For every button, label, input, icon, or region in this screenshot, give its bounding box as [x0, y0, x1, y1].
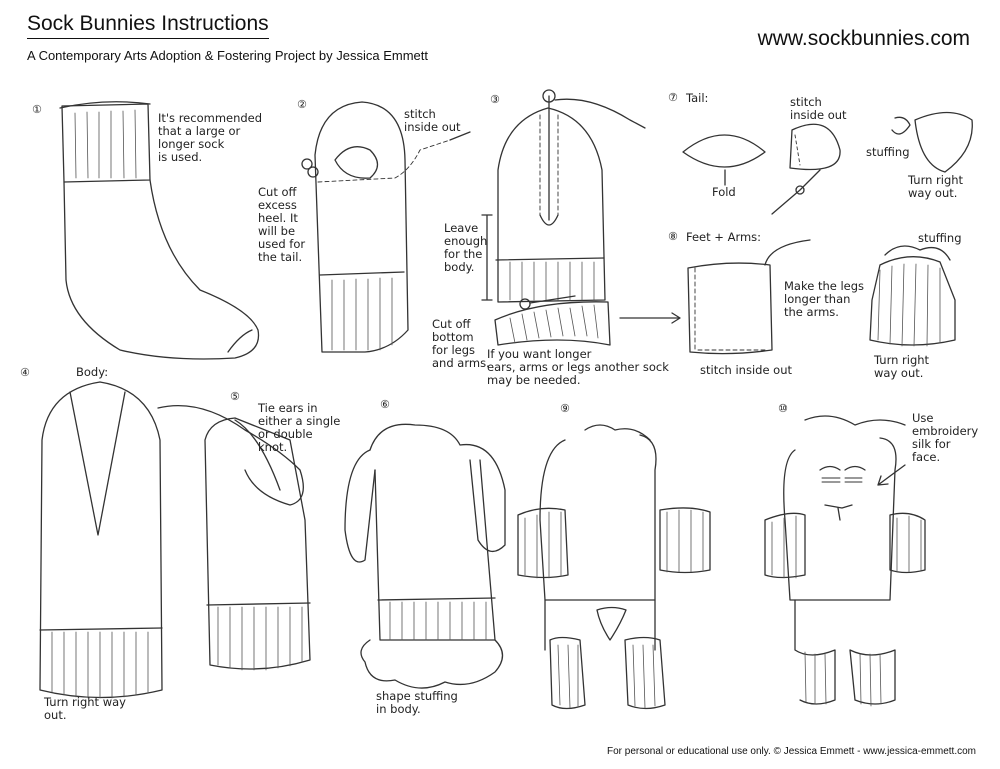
step3-longer-note: If you want longer ears, arms or legs an…: [487, 347, 669, 387]
step6-number: ⑥: [380, 398, 390, 411]
step3-cut-note: Cut off bottom for legs and arms.: [432, 317, 490, 370]
step7-turn-note: Turn right way out.: [908, 173, 964, 200]
step10-note: Use embroidery silk for face.: [912, 411, 979, 464]
step8-stuffing-label: stuffing: [918, 231, 962, 245]
page-title: Sock Bunnies Instructions: [27, 12, 269, 39]
step5-body-drawing: [157, 405, 311, 671]
step2-cut-note: Cut off excess heel. It will be used for…: [258, 185, 306, 264]
step6-note: shape stuffing in body.: [376, 689, 458, 716]
step3-number: ③: [490, 93, 500, 106]
step7-number: ⑦: [668, 91, 678, 104]
step4-number: ④: [20, 366, 30, 379]
step9-bunny-drawing: [517, 424, 711, 710]
step5-number: ⑤: [230, 390, 240, 403]
step8-note: Make the legs longer than the arms.: [784, 279, 865, 319]
step8-stitch-note: stitch inside out: [700, 363, 793, 377]
step8-number: ⑧: [668, 230, 678, 243]
step4-note: Turn right way out.: [44, 695, 126, 722]
step7-label: Tail:: [686, 91, 709, 105]
step8-arms-drawing: [687, 239, 956, 355]
step1-number: ①: [32, 103, 42, 116]
step3-leave-note: Leave enough for the body.: [444, 221, 488, 274]
page-subtitle: A Contemporary Arts Adoption & Fostering…: [27, 48, 429, 63]
step1-sock-drawing: [59, 101, 260, 360]
step7-stitch-note: stitch inside out: [790, 95, 847, 122]
step8-turn-note: Turn right way out.: [874, 353, 930, 380]
step5-note: Tie ears in either a single or double kn…: [258, 401, 341, 454]
step4-label: Body:: [76, 365, 109, 379]
step2-stitch-note: stitch inside out: [404, 107, 461, 134]
step2-number: ②: [297, 98, 307, 111]
step6-body-drawing: [344, 423, 506, 689]
step8-label: Feet + Arms:: [686, 230, 762, 244]
step4-body-drawing: [39, 381, 163, 699]
step7-stuffing-label: stuffing: [866, 145, 910, 159]
step10-number: ⑩: [778, 402, 788, 415]
step10-bunny-drawing: [764, 415, 926, 707]
step7-fold-label: Fold: [712, 185, 736, 199]
step7-tail-drawing: [682, 111, 973, 215]
step1-note: It's recommended that a large or longer …: [158, 111, 263, 164]
footer-copyright: For personal or educational use only. © …: [607, 746, 976, 757]
step9-number: ⑨: [560, 402, 570, 415]
step3-sock-drawing: [481, 89, 681, 346]
website-label: www.sockbunnies.com: [757, 27, 970, 50]
step2-sock-drawing: [301, 101, 471, 353]
